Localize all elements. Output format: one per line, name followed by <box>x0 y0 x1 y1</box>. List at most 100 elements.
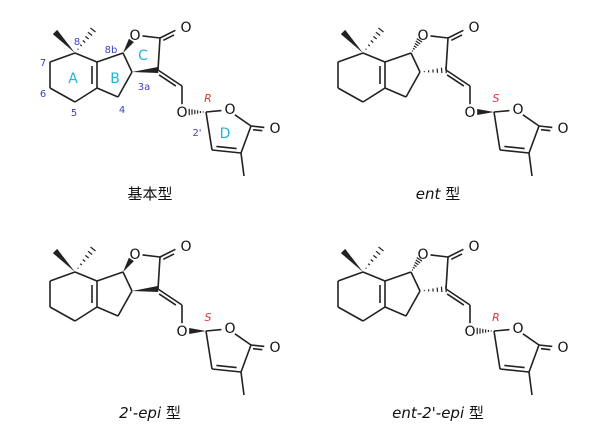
bond <box>252 347 263 351</box>
bond <box>362 306 386 322</box>
bond <box>493 109 510 113</box>
bond <box>540 347 551 351</box>
bond <box>117 71 133 98</box>
hash-bond-segment <box>378 27 384 33</box>
bond <box>211 149 242 154</box>
oxygen-atom: O <box>557 121 568 137</box>
atom-number: 8b <box>105 45 118 56</box>
hash-bond-segment <box>372 254 378 259</box>
bond <box>205 111 213 151</box>
bond <box>157 256 161 290</box>
wedge-bond <box>132 286 159 292</box>
bond <box>493 328 510 332</box>
hash-bond-segment <box>413 264 417 268</box>
wedge-bond <box>52 29 75 53</box>
hash-bond-segment <box>412 47 416 50</box>
oxygen-atom: O <box>468 239 479 255</box>
oxygen-atom: O <box>464 324 475 340</box>
bond <box>337 52 364 63</box>
hash-bond-segment <box>414 261 419 266</box>
hash-bond-segment <box>87 250 93 255</box>
bond <box>74 52 98 63</box>
bond <box>337 87 364 103</box>
atom-number: 3a <box>138 82 151 93</box>
bond <box>96 52 124 63</box>
hash-bond-segment <box>87 31 93 36</box>
bond <box>122 52 133 73</box>
wedge-bond <box>340 248 363 272</box>
bond <box>205 328 222 332</box>
bond <box>96 271 124 282</box>
bond <box>49 87 76 103</box>
wedge-bond <box>189 328 206 334</box>
wedge-bond <box>340 29 363 53</box>
bond <box>96 87 119 98</box>
bond <box>205 109 222 113</box>
bond <box>538 125 553 129</box>
bond <box>252 128 263 132</box>
wedge-bond <box>123 38 134 53</box>
bond <box>250 125 265 129</box>
bond <box>240 371 245 396</box>
oxygen-atom: O <box>129 247 140 263</box>
bond <box>250 344 265 348</box>
bond <box>158 74 177 87</box>
hash-bond-segment <box>90 246 96 252</box>
hash-bond-segment <box>90 27 96 33</box>
bond <box>450 34 463 42</box>
oxygen-atom: O <box>224 321 235 337</box>
bond <box>216 145 237 150</box>
bond <box>384 52 412 63</box>
hash-bond-segment <box>372 35 378 40</box>
stereo-descriptor: R <box>492 311 500 324</box>
hash-bond-segment <box>413 45 417 49</box>
bond <box>205 330 213 370</box>
atom-number: 7 <box>40 58 46 69</box>
bond <box>240 344 252 373</box>
bond <box>362 87 386 103</box>
caption-ent-2-epi-type: ent-2'-epi 型 <box>392 404 484 422</box>
oxygen-atom: O <box>468 20 479 36</box>
bond <box>74 271 98 282</box>
bond <box>528 125 540 154</box>
hash-bond-segment <box>370 40 374 43</box>
bond <box>445 69 471 87</box>
hash-bond-segment <box>416 257 423 262</box>
oxygen-atom: O <box>417 247 428 263</box>
bond <box>384 306 407 317</box>
ring-label-A: A <box>68 71 78 87</box>
bond <box>158 293 177 306</box>
bond <box>450 253 463 261</box>
bond <box>117 290 133 317</box>
hash-bond-segment <box>77 48 79 50</box>
oxygen-atom: O <box>417 28 428 44</box>
bond <box>49 52 76 63</box>
bond <box>522 114 540 127</box>
bond <box>430 254 449 258</box>
hash-bond-segment <box>367 44 371 47</box>
bond <box>240 152 245 177</box>
bond <box>504 145 525 150</box>
hash-bond-segment <box>84 254 90 259</box>
oxygen-atom: O <box>512 321 523 337</box>
bond <box>159 248 176 258</box>
bond <box>493 111 501 151</box>
stereo-descriptor: S <box>205 311 212 324</box>
bond <box>447 248 464 258</box>
bond <box>74 87 98 103</box>
bond <box>142 35 161 39</box>
bond <box>499 368 530 373</box>
bond <box>162 34 175 42</box>
hash-bond-segment <box>414 42 419 47</box>
hash-bond-segment <box>367 263 371 266</box>
oxygen-atom: O <box>224 102 235 118</box>
bond <box>157 69 183 87</box>
oxygen-atom: O <box>129 28 140 44</box>
bond <box>540 128 551 132</box>
hash-bond-segment <box>79 44 83 47</box>
bond <box>49 271 76 282</box>
stereo-descriptor: S <box>493 92 500 105</box>
oxygen-atom: O <box>180 20 191 36</box>
bond <box>528 344 540 373</box>
